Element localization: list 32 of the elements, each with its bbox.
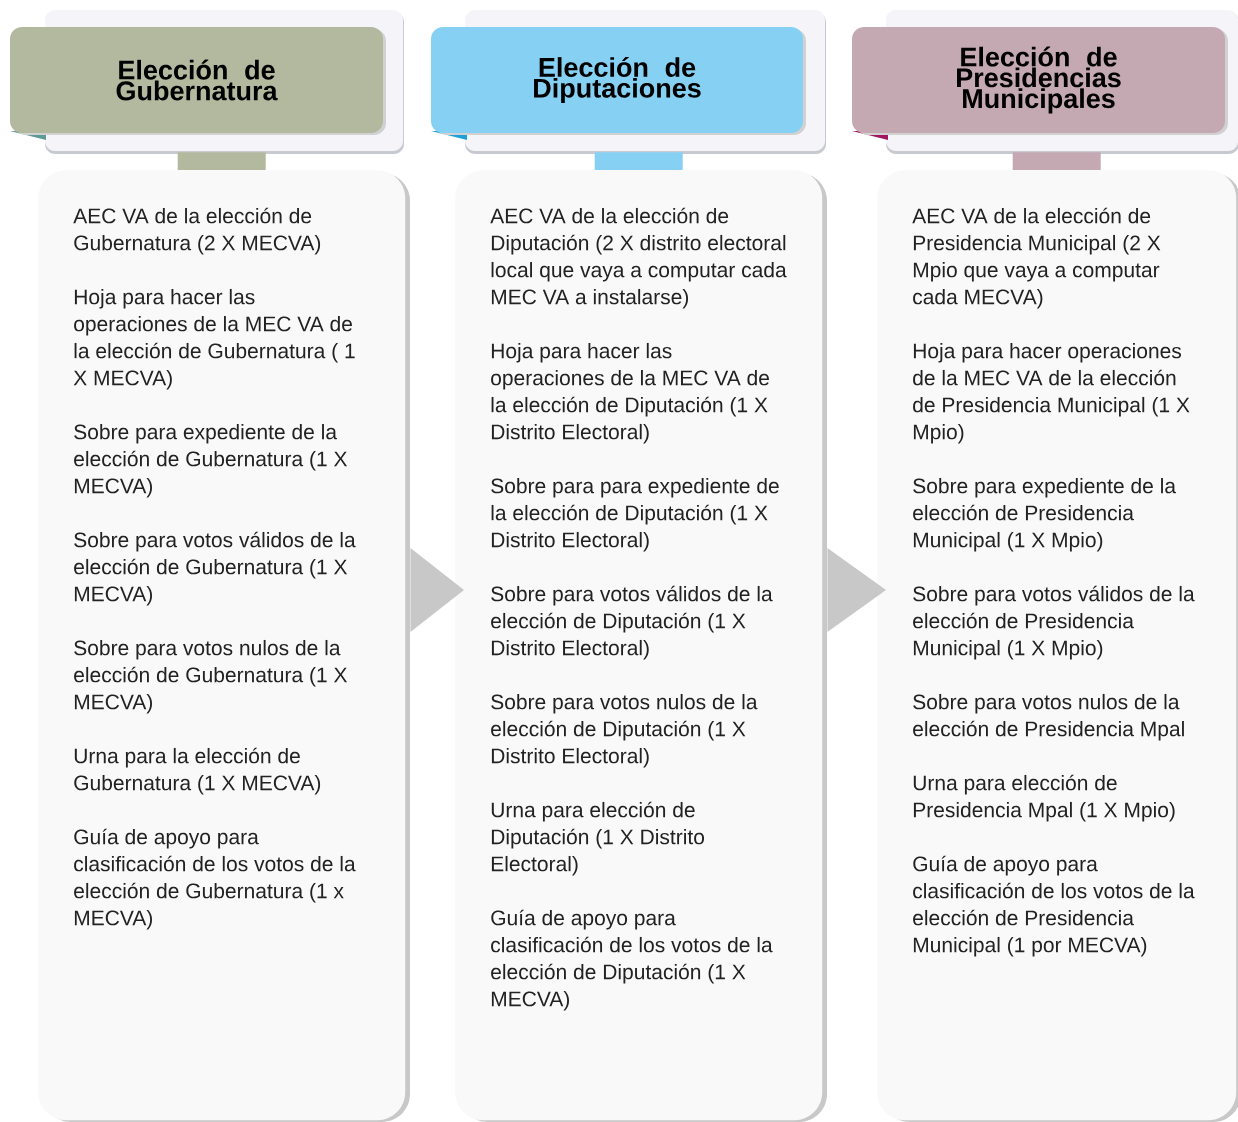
- list-item: Guía de apoyo para clasificación de los votos de la elección de Diputación (1 X MECVA): [491, 909, 773, 1011]
- list-item: Sobre para votos válidos de la elección de Presidencia Municipal (1 X Mpio): [913, 585, 1195, 660]
- list-item: Guía de apoyo para clasificación de los votos de la elección de Gubernatura (1 x MECVA): [74, 828, 356, 930]
- list-item: AEC VA de la elección de Diputación (2 X distrito electoral local que vaya a computar cada MEC VA a instalarse): [490, 207, 787, 309]
- connector-bar: [594, 152, 683, 170]
- list-item: Sobre para expediente de la elección de Gubernatura (1 X MECVA): [74, 423, 348, 498]
- header-tab: Elección de Diputaciones: [431, 27, 806, 140]
- header-tab: Elección de Gubernatura: [10, 27, 386, 140]
- list-item: Sobre para votos nulos de la elección de Presidencia Mpal: [913, 693, 1184, 741]
- list-item: Guía de apoyo para clasificación de los votos de la elección de Presidencia Municipal (1 por MECVA): [913, 855, 1195, 957]
- list-item: Urna para la elección de Gubernatura (1 X MECVA): [74, 747, 321, 795]
- chevron-arrow: [827, 548, 886, 632]
- list-item: Hoja para hacer las operaciones de la MEC VA de la elección de Gubernatura ( 1 X MECVA): [73, 288, 355, 390]
- list-item: Urna para elección de Presidencia Mpal (1 X Mpio): [913, 774, 1175, 822]
- list-item: AEC VA de la elección de Presidencia Municipal (2 X Mpio que vaya a computar cada MECVA): [912, 207, 1161, 309]
- header-tab: Elección de Presidencias Municipales: [852, 27, 1228, 140]
- list-item: Sobre para expediente de la elección de Presidencia Municipal (1 X Mpio): [913, 477, 1176, 552]
- list-item: Hoja para hacer las operaciones de la MEC VA de la elección de Diputación (1 X Distrito Electoral): [491, 342, 769, 444]
- list-item: Sobre para votos válidos de la elección de Gubernatura (1 X MECVA): [74, 531, 356, 606]
- chevron-arrow: [410, 548, 464, 632]
- connector-bar: [177, 152, 266, 170]
- list-item: Sobre para para expediente de la elección de Diputación (1 X Distrito Electoral): [491, 477, 779, 552]
- list-item: Sobre para votos nulos de la elección de Diputación (1 X Distrito Electoral): [491, 693, 758, 768]
- list-item: AEC VA de la elección de Gubernatura (2 X MECVA): [73, 207, 321, 255]
- list-item: Sobre para votos nulos de la elección de Gubernatura (1 X MECVA): [74, 639, 348, 714]
- list-panel: [877, 170, 1238, 1122]
- list-item: Sobre para votos válidos de la elección de Diputación (1 X Distrito Electoral): [491, 585, 773, 660]
- list-panel: [455, 170, 827, 1122]
- connector-bar: [1012, 152, 1101, 170]
- list-item: Hoja para hacer operaciones de la MEC VA de la elección de Presidencia Municipal (1 X Mpio): [913, 342, 1190, 444]
- list-panel: [38, 170, 410, 1122]
- list-item: Urna para elección de Diputación (1 X Distrito Electoral): [491, 801, 705, 876]
